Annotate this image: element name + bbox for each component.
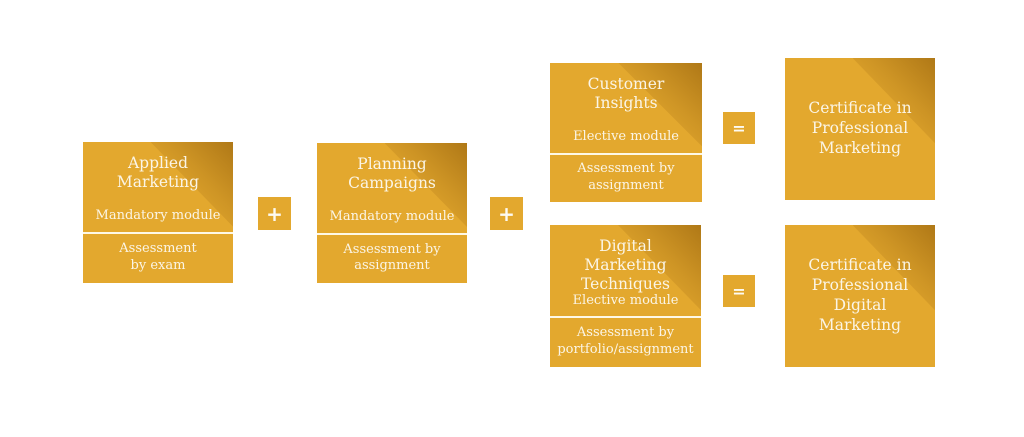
certificate-title: Certificate in Professional Marketing xyxy=(808,99,912,157)
module-type-label: Mandatory module xyxy=(95,207,221,223)
module-main-section: Planning Campaigns Mandatory module xyxy=(317,143,467,235)
module-assessment-label: Assessment by assignment xyxy=(577,161,675,193)
equals-operator-icon: = xyxy=(723,112,755,144)
module-main-section: Digital Marketing Techniques Elective mo… xyxy=(550,225,701,318)
module-main-section: Customer Insights Elective module xyxy=(550,63,702,155)
module-title: Customer Insights xyxy=(587,75,665,112)
module-title: Planning Campaigns xyxy=(348,155,436,192)
module-type-label: Elective module xyxy=(573,128,679,144)
module-assessment-label: Assessment by assignment xyxy=(343,241,441,273)
module-main-section: Applied Marketing Mandatory module xyxy=(83,142,233,234)
module-box-applied-marketing: Applied Marketing Mandatory module Asses… xyxy=(83,142,233,283)
plus-operator-icon: + xyxy=(490,197,523,230)
plus-operator-icon: + xyxy=(258,197,291,230)
module-title: Applied Marketing xyxy=(116,154,200,191)
certificate-box-professional-digital-marketing: Certificate in Professional Digital Mark… xyxy=(785,225,935,367)
equals-operator-icon: = xyxy=(723,275,755,307)
certificate-title: Certificate in Professional Digital Mark… xyxy=(808,256,912,334)
module-box-customer-insights: Customer Insights Elective module Assess… xyxy=(550,63,702,202)
module-box-planning-campaigns: Planning Campaigns Mandatory module Asse… xyxy=(317,143,467,283)
module-type-label: Elective module xyxy=(572,292,679,308)
module-assessment-label: Assessment by exam xyxy=(119,241,197,273)
certificate-box-professional-marketing: Certificate in Professional Marketing xyxy=(785,58,935,200)
module-assessment-label: Assessment by portfolio/assignment xyxy=(557,325,694,357)
module-type-label: Mandatory module xyxy=(329,208,455,224)
module-box-digital-marketing-techniques: Digital Marketing Techniques Elective mo… xyxy=(550,225,701,367)
module-title: Digital Marketing Techniques xyxy=(581,237,670,293)
